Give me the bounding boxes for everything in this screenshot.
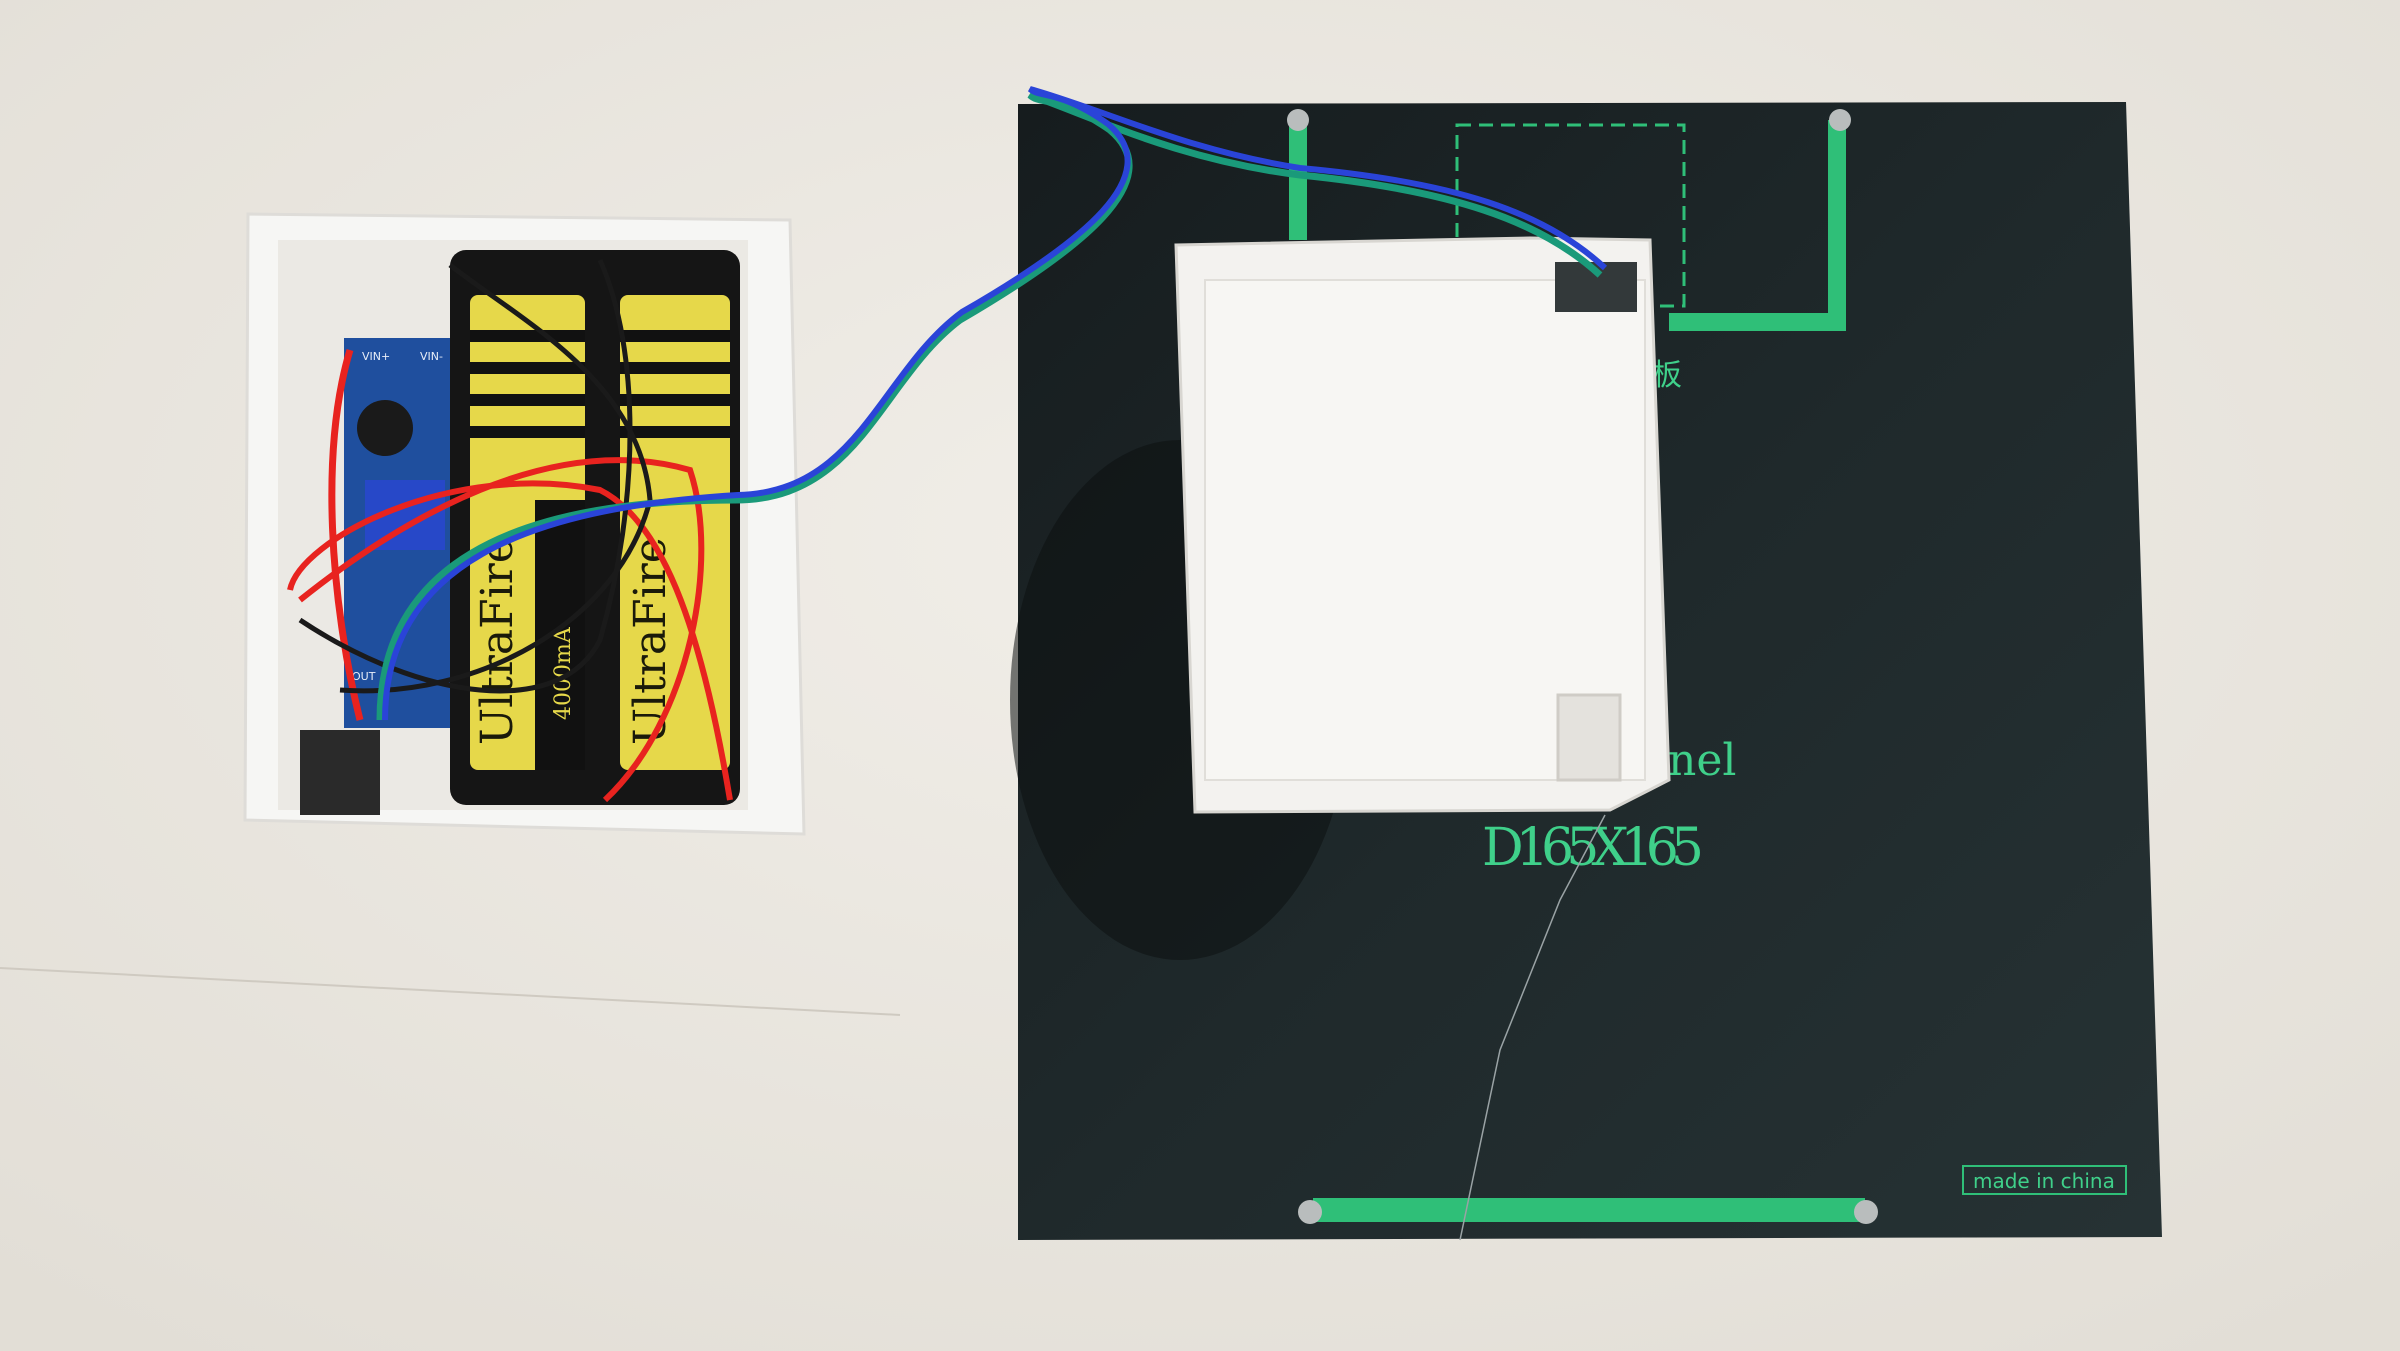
surface-scratch [0,967,901,1016]
panel-chinese-char: 板 [1652,358,1682,393]
origin-mark-box [1962,1165,2127,1195]
solder-point [1829,109,1851,131]
printed-cover [1174,236,1671,814]
wire-black [298,258,633,694]
trace-top-right [1669,120,1846,331]
wire-red [328,348,364,721]
board-label-vin-minus: VIN- [420,350,443,363]
battery-box: VIN+ VIN- OUT UltraFire 4000mA UltraFire [243,212,806,836]
panel-label-partial: nel [1668,735,1736,786]
solder-point [1298,1200,1322,1224]
wire-red [287,480,733,801]
battery-brand: UltraFire [472,537,523,745]
solder-point [1854,1200,1878,1224]
cover-notch [1556,693,1622,782]
trace-dashed-outline [1455,123,1686,308]
battery-right: UltraFire [620,295,730,770]
loose-thread [1459,814,1606,1241]
board-label-out: OUT [352,670,376,683]
solder-point [1287,109,1309,131]
inductor [357,400,413,456]
board-label-vin-plus: VIN+ [362,350,390,363]
cable-blue [382,86,1608,721]
trace-bottom [1313,1198,1865,1222]
panel-model: D165X165 [1482,818,1704,878]
dc-jack [300,730,380,815]
wire-red [298,457,705,803]
panel-origin-mark: made in china [1973,1169,2115,1193]
